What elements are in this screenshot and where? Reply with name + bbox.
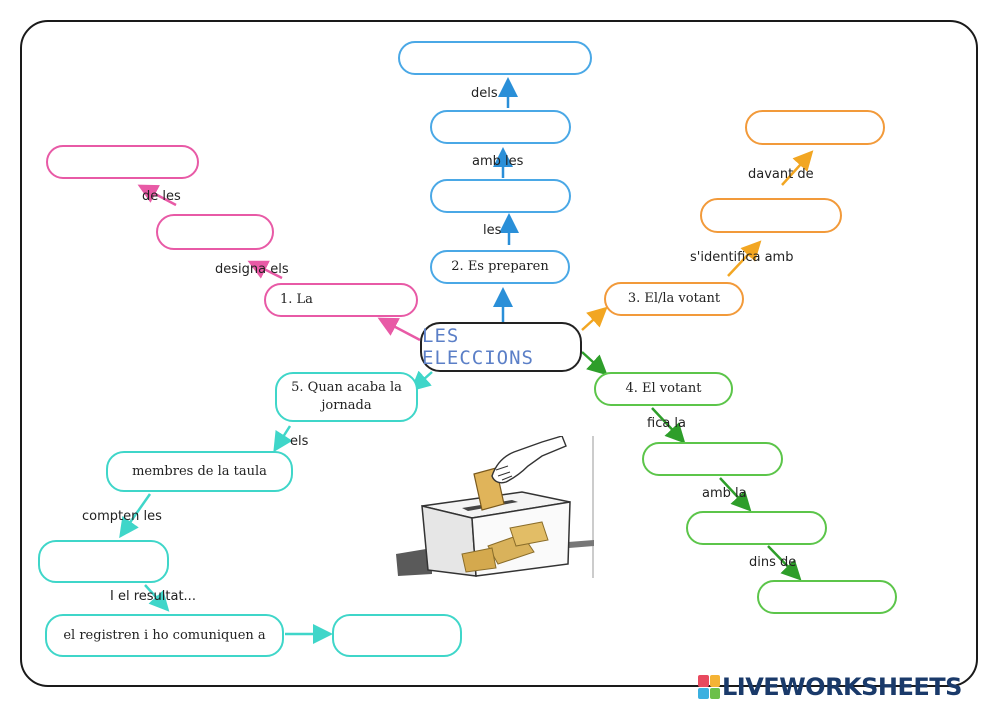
answer-box-pink-2[interactable] [156, 214, 274, 250]
arrow-core-to-n1 [377, 317, 421, 342]
ballot-box-illustration [392, 436, 594, 578]
arrow-n5-to-members [273, 425, 293, 453]
arrow-n4-to-g2 [651, 407, 686, 444]
answer-box-green-3[interactable] [686, 511, 827, 545]
central-title: LES ELECCIONS [420, 322, 582, 372]
node-membres-de-la-taula: membres de la taula [106, 451, 293, 492]
arrow-n1-to-p2 [247, 260, 283, 280]
arrow-n3-to-o2 [727, 240, 762, 277]
answer-box-blue-3[interactable] [430, 110, 571, 144]
label-amb-la: amb la [702, 486, 747, 501]
label-s-identifica-amb: s'identifica amb [690, 250, 794, 265]
arrow-core-to-n3 [581, 306, 608, 331]
arrow-g2-to-g3 [719, 477, 752, 512]
answer-box-green-2[interactable] [642, 442, 783, 476]
arrow-t3-to-register [144, 584, 170, 612]
answer-box-blue-4[interactable] [398, 41, 592, 75]
arrow-p2-to-p3 [137, 184, 177, 207]
answer-box-teal-3[interactable] [38, 540, 169, 583]
label-les: les [483, 223, 502, 238]
answer-box-teal-5[interactable] [332, 614, 462, 657]
label-i-el-resultat: I el resultat... [110, 589, 196, 604]
label-fica-la: fica la [647, 416, 687, 431]
answer-box-pink-3[interactable] [46, 145, 199, 179]
label-davant-de: davant de [748, 167, 814, 182]
label-dins-de: dins de [749, 555, 797, 570]
label-designa-els: designa els [215, 262, 289, 277]
node-3-el-la-votant: 3. El/la votant [604, 282, 744, 316]
answer-box-orange-2[interactable] [700, 198, 842, 233]
node-5-quan-acaba: 5. Quan acaba la jornada [275, 372, 418, 422]
answer-box-orange-3[interactable] [745, 110, 885, 145]
label-els: els [290, 434, 309, 449]
arrow-core-to-n4 [581, 351, 608, 376]
node-4-el-votant: 4. El votant [594, 372, 733, 406]
node-2-es-preparen: 2. Es preparen [430, 250, 570, 284]
arrow-o2-to-o3 [781, 150, 814, 186]
label-compten-les: compten les [82, 509, 162, 524]
answer-box-blue-2[interactable] [430, 179, 571, 213]
label-dels: dels [471, 86, 498, 101]
node-1-la: 1. La [264, 283, 418, 317]
label-amb-les: amb les [472, 154, 524, 169]
answer-box-green-4[interactable] [757, 580, 897, 614]
worksheet-frame [20, 20, 978, 687]
arrow-g3-to-g4 [767, 545, 802, 581]
node-el-registren: el registren i ho comuniquen a [45, 614, 284, 657]
liveworksheets-brand[interactable]: LIVEWORKSHEETS [698, 672, 962, 702]
arrow-members-to-t3 [119, 493, 152, 539]
brand-name: LIVEWORKSHEETS [722, 673, 962, 701]
label-de-les: de les [142, 189, 181, 204]
liveworksheets-logo-icon [698, 675, 720, 699]
